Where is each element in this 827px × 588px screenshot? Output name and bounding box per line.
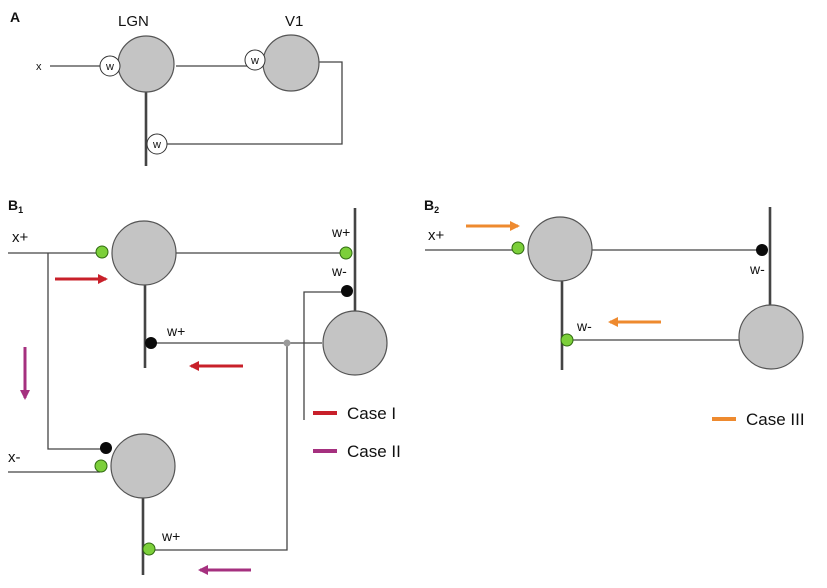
- panel-b1-subscript: 1: [18, 205, 23, 215]
- weight-minus-label: w-: [749, 261, 765, 277]
- legend: Case I Case II Case III: [313, 404, 805, 461]
- panel-b2: B2 x+ w- w-: [424, 197, 804, 370]
- excitatory-synapse-icon: [95, 245, 109, 259]
- input-xminus-label: x-: [8, 449, 21, 466]
- panel-b1: B1 x+ x- w+ w- w+ w+: [8, 197, 388, 575]
- excitatory-synapse-icon: [511, 241, 525, 255]
- bottom-to-v1-line: [303, 291, 344, 420]
- legend-case2-label: Case II: [347, 442, 401, 461]
- junction-dot-icon: [283, 339, 291, 347]
- input-x-label: x: [36, 61, 42, 73]
- panel-b1-label: B1: [8, 197, 23, 215]
- v1-neuron: [262, 34, 320, 92]
- panel-b2-label: B2: [424, 197, 439, 215]
- panel-a-label: A: [10, 9, 20, 25]
- weight-minus-label: w-: [576, 318, 592, 334]
- weight-plus-label: w+: [331, 224, 350, 240]
- inhibitory-synapse-icon: [341, 285, 353, 297]
- lgn-neuron-b2: [527, 216, 593, 282]
- inhibitory-synapse-icon: [756, 244, 768, 256]
- v1-neuron-b2: [738, 304, 804, 370]
- excitatory-synapse-icon: [94, 459, 108, 473]
- inhibitory-synapse-icon: [145, 337, 157, 349]
- lgn-neuron: [117, 35, 175, 93]
- panel-a: A LGN V1 x w w w: [10, 9, 343, 166]
- weight-label: w: [250, 55, 259, 67]
- v1-feedback-bottom-line: [152, 343, 288, 551]
- inhibitory-synapse-icon: [100, 442, 112, 454]
- v1-neuron-b1: [322, 310, 388, 376]
- weight-label: w: [105, 61, 114, 73]
- weight-synapse-input: w: [99, 55, 121, 77]
- weight-minus-label: w-: [331, 263, 347, 279]
- panel-b1-letter: B: [8, 197, 18, 213]
- legend-case1-label: Case I: [347, 404, 396, 423]
- weight-plus-label: w+: [161, 528, 180, 544]
- weight-plus-label: w+: [166, 323, 185, 339]
- excitatory-synapse-icon: [560, 333, 574, 347]
- bottom-lgn-neuron: [110, 433, 176, 499]
- panel-b2-letter: B: [424, 197, 434, 213]
- v1-feedback-line: [166, 61, 343, 145]
- weight-synapse-feedback: w: [146, 133, 168, 155]
- top-lgn-neuron: [111, 220, 177, 286]
- weight-synapse-v1: w: [244, 49, 266, 71]
- panel-b2-subscript: 2: [434, 205, 439, 215]
- weight-label: w: [152, 139, 161, 151]
- v1-label: V1: [285, 13, 303, 30]
- lgn-label: LGN: [118, 13, 149, 30]
- legend-case3-label: Case III: [746, 410, 805, 429]
- xplus-to-bottom-line: [47, 253, 104, 450]
- input-xplus-label: x+: [12, 229, 29, 246]
- excitatory-synapse-icon: [339, 246, 353, 260]
- excitatory-synapse-icon: [142, 542, 156, 556]
- input-xplus-label: x+: [428, 227, 445, 244]
